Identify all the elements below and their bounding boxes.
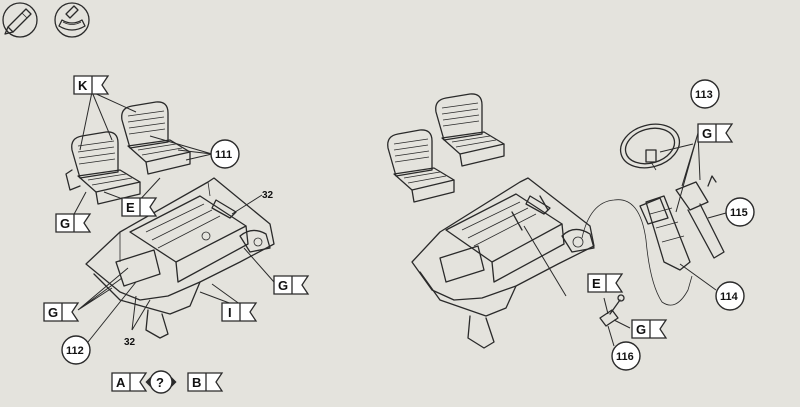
flag-label-G-column: G: [697, 123, 734, 143]
svg-text:113: 113: [695, 89, 713, 101]
svg-text:111: 111: [215, 149, 232, 161]
part-number-32-top: 32: [262, 190, 274, 201]
svg-text:E: E: [592, 276, 601, 291]
callout-111: 111: [210, 139, 240, 169]
left-seat-rear: [121, 101, 191, 175]
callout-112: 112: [61, 335, 91, 365]
callout-116: 116: [611, 341, 641, 371]
steering-column: [639, 175, 725, 271]
svg-text:115: 115: [730, 207, 748, 219]
steering-wheel: [619, 123, 681, 171]
orientation-marker: A ? B: [111, 370, 224, 394]
svg-text:G: G: [60, 216, 70, 231]
callout-114: 114: [715, 281, 745, 311]
svg-text:B: B: [192, 375, 201, 390]
svg-text:E: E: [126, 200, 135, 215]
svg-text:G: G: [702, 126, 712, 141]
flag-label-E-left: E: [121, 197, 158, 217]
cable: [581, 199, 693, 306]
svg-text:114: 114: [720, 291, 739, 303]
right-seat-front: [387, 129, 455, 203]
svg-text:G: G: [48, 305, 58, 320]
glue-tube-icon: [2, 2, 38, 38]
flag-label-G-lever: G: [631, 319, 668, 339]
right-assembly: [387, 93, 725, 349]
gear-lever: [599, 294, 625, 327]
svg-text:K: K: [78, 78, 88, 93]
left-seat-front: [65, 131, 141, 205]
flag-label-E-right: E: [587, 273, 624, 293]
svg-text:I: I: [228, 305, 232, 320]
flag-label-G-seat: G: [55, 213, 92, 233]
callout-113: 113: [690, 79, 720, 109]
flag-label-G-right: G: [273, 275, 310, 295]
flag-label-G-lower: G: [43, 302, 80, 322]
right-seat-rear: [435, 93, 505, 167]
flag-label-I: I: [221, 302, 258, 322]
svg-text:A: A: [116, 375, 126, 390]
right-seat-base: [411, 177, 595, 349]
paint-mix-icon: [54, 2, 90, 38]
right-leader-lines: [523, 132, 727, 347]
svg-text:112: 112: [66, 345, 84, 357]
flag-label-K: K: [73, 75, 110, 95]
part-number-32-bottom: 32: [124, 337, 136, 348]
callout-115: 115: [725, 197, 755, 227]
svg-text:G: G: [278, 278, 288, 293]
svg-text:G: G: [636, 322, 646, 337]
svg-text:?: ?: [156, 375, 164, 390]
svg-text:116: 116: [616, 351, 634, 363]
